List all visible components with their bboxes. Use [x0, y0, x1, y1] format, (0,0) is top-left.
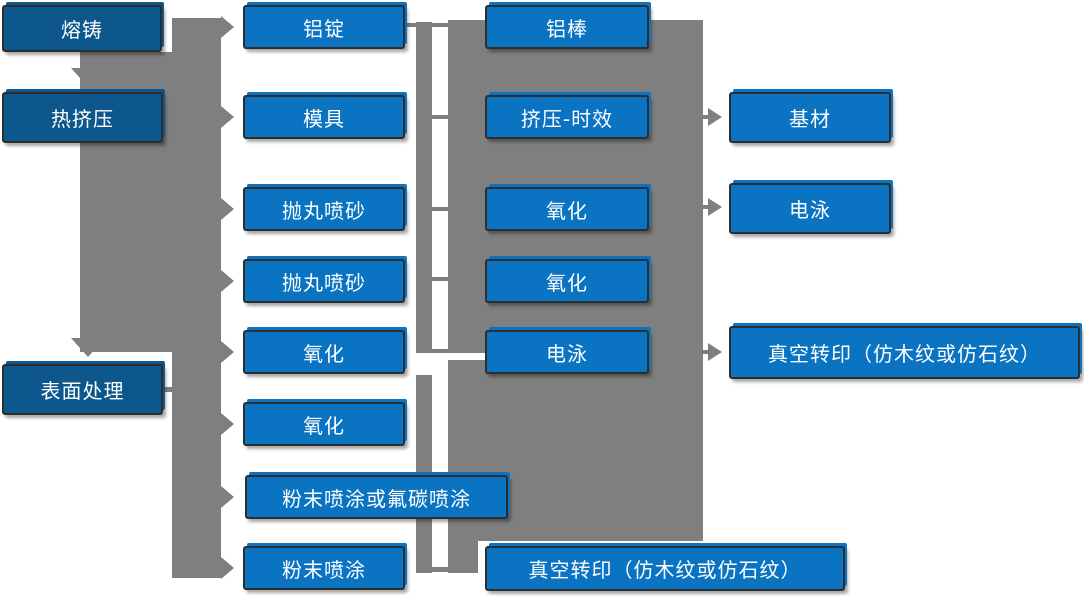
connector-tick-row2	[432, 115, 448, 119]
connector-left-trunk-main	[172, 18, 221, 578]
node-jicai: 基材	[729, 92, 891, 143]
arrow-right-to-yanghua-c2a-icon	[221, 341, 234, 363]
connector-tick-row4	[432, 277, 448, 281]
arrow-down-to-biaomian-icon	[71, 338, 105, 357]
node-fentu-fluo: 粉末喷涂或氟碳喷涂	[245, 475, 508, 519]
node-zhenkong-c4: 真空转印（仿木纹或仿石纹）	[729, 326, 1080, 379]
node-yanghua-c2b: 氧化	[243, 402, 405, 446]
node-rejiya: 热挤压	[2, 92, 163, 143]
connector-mid-bar-lower	[416, 375, 432, 573]
node-paowan2: 抛丸喷砂	[243, 259, 405, 303]
node-fentu: 粉末喷涂	[243, 546, 405, 590]
connector-tick-biaomian	[163, 387, 181, 392]
connector-mid-bar-upper	[416, 22, 432, 353]
node-lvbang: 铝棒	[485, 5, 649, 49]
connector-tick-lvding	[405, 23, 416, 27]
arrow-down-to-rejiya-icon	[71, 68, 105, 87]
arrow-right-to-jicai-icon	[708, 108, 722, 126]
arrow-right-to-zhenkong-c4-icon	[708, 343, 722, 361]
node-dianyong-c3: 电泳	[485, 330, 649, 374]
arrow-stub-jicai	[700, 115, 710, 119]
node-muju: 模具	[243, 95, 405, 139]
arrow-right-to-paowan1-icon	[221, 198, 234, 220]
arrow-right-to-fentu-fluo-icon	[221, 486, 234, 508]
arrow-right-to-yanghua-c2b-icon	[221, 413, 234, 435]
node-dianyong-c4: 电泳	[729, 183, 891, 234]
arrow-right-to-paowan2-icon	[221, 270, 234, 292]
node-yanghua-c3a: 氧化	[485, 187, 649, 231]
arrow-right-to-fentu-icon	[221, 557, 234, 579]
arrow-stub-dianyong	[700, 205, 710, 209]
node-paowan1: 抛丸喷砂	[243, 187, 405, 231]
node-jiya-shixiao: 挤压-时效	[485, 95, 649, 139]
node-yanghua-c3b: 氧化	[485, 259, 649, 303]
arrow-stub-zhenkong	[700, 350, 710, 354]
arrow-right-to-dianyong-c4-icon	[708, 198, 722, 216]
node-yanghua-c2a: 氧化	[243, 330, 405, 374]
node-biaomian: 表面处理	[2, 364, 163, 415]
connector-block-foot	[448, 541, 478, 573]
node-zhenkong-c3: 真空转印（仿木纹或仿石纹）	[485, 546, 845, 591]
node-rongzhu: 熔铸	[2, 5, 162, 52]
connector-tick-row5	[432, 349, 448, 353]
connector-tick-row1	[432, 23, 448, 27]
node-lvding: 铝锭	[243, 5, 405, 49]
connector-tick-row8	[430, 567, 448, 572]
arrow-right-to-muju-icon	[221, 106, 234, 128]
connector-gap	[448, 353, 486, 360]
arrow-right-to-lvding-icon	[221, 16, 234, 38]
connector-tick-row3	[432, 207, 448, 211]
